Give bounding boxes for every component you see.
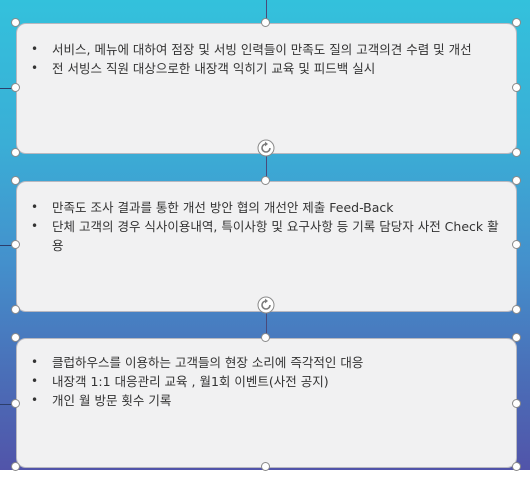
resize-handle-box2-tr[interactable] — [512, 176, 521, 185]
resize-handle-box3-bl[interactable] — [11, 462, 20, 471]
list-item: •내장객 1:1 대응관리 교육 , 월1회 이벤트(사전 공지) — [31, 374, 329, 389]
bullet-icon: • — [31, 42, 39, 56]
resize-handle-box3-ml[interactable] — [11, 399, 20, 408]
connector-line-2 — [266, 312, 267, 338]
bullet-list-3: •클럽하우스를 이용하는 고객들의 현장 소리에 즉각적인 대응 •내장객 1:… — [17, 353, 516, 410]
resize-handle-box1-tl[interactable] — [11, 18, 20, 27]
bullet-list-1: •서비스, 메뉴에 대하여 점장 및 서빙 인력들이 만족도 질의 고객의견 수… — [17, 40, 516, 78]
text-box-3[interactable]: •클럽하우스를 이용하는 고객들의 현장 소리에 즉각적인 대응 •내장객 1:… — [16, 338, 517, 468]
resize-handle-box3-tc[interactable] — [261, 333, 270, 342]
resize-handle-box2-tc[interactable] — [261, 176, 270, 185]
resize-handle-box3-mr[interactable] — [512, 399, 521, 408]
resize-handle-box3-br[interactable] — [512, 462, 521, 471]
bottom-strip — [0, 470, 530, 478]
bullet-icon: • — [31, 374, 39, 388]
bullet-icon: • — [31, 355, 39, 369]
bullet-icon: • — [31, 61, 39, 75]
bullet-icon: • — [31, 219, 39, 233]
resize-handle-box2-bl[interactable] — [11, 305, 20, 314]
resize-handle-box1-mr[interactable] — [512, 83, 521, 92]
bullet-icon: • — [31, 393, 39, 407]
resize-handle-box1-ml[interactable] — [11, 83, 20, 92]
resize-handle-box3-bc[interactable] — [261, 462, 270, 471]
resize-handle-box2-ml[interactable] — [11, 240, 20, 249]
list-item: •서비스, 메뉴에 대하여 점장 및 서빙 인력들이 만족도 질의 고객의견 수… — [31, 42, 472, 57]
left-connector-2 — [0, 245, 14, 246]
text-box-1[interactable]: •서비스, 메뉴에 대하여 점장 및 서빙 인력들이 만족도 질의 고객의견 수… — [16, 23, 517, 154]
resize-handle-box1-br[interactable] — [512, 148, 521, 157]
rotate-icon[interactable] — [257, 296, 275, 314]
list-item: •클럽하우스를 이용하는 고객들의 현장 소리에 즉각적인 대응 — [31, 355, 364, 370]
list-item: •전 서빙스 직원 대상으로한 내장객 익히기 교육 및 피드백 실시 — [31, 61, 376, 76]
rotate-icon[interactable] — [257, 139, 275, 157]
list-item: •개인 월 방문 횟수 기록 — [31, 393, 172, 408]
resize-handle-box1-bl[interactable] — [11, 148, 20, 157]
resize-handle-box1-tc[interactable] — [261, 18, 270, 27]
bullet-list-2: •만족도 조사 결과를 통한 개선 방안 협의 개선안 제출 Feed-Back… — [17, 198, 516, 255]
text-box-2[interactable]: •만족도 조사 결과를 통한 개선 방안 협의 개선안 제출 Feed-Back… — [16, 181, 517, 312]
list-item: •단체 고객의 경우 식사이용내역, 특이사항 및 요구사항 등 기록 담당자 … — [31, 219, 499, 253]
connector-line-1 — [266, 155, 267, 181]
left-connector-3 — [0, 404, 14, 405]
list-item: •만족도 조사 결과를 통한 개선 방안 협의 개선안 제출 Feed-Back — [31, 200, 394, 215]
resize-handle-box2-br[interactable] — [512, 305, 521, 314]
bullet-icon: • — [31, 200, 39, 214]
resize-handle-box2-mr[interactable] — [512, 240, 521, 249]
left-connector-1 — [0, 88, 14, 89]
resize-handle-box2-tl[interactable] — [11, 176, 20, 185]
resize-handle-box1-tr[interactable] — [512, 18, 521, 27]
connector-line-top — [266, 0, 267, 22]
resize-handle-box3-tl[interactable] — [11, 333, 20, 342]
resize-handle-box3-tr[interactable] — [512, 333, 521, 342]
